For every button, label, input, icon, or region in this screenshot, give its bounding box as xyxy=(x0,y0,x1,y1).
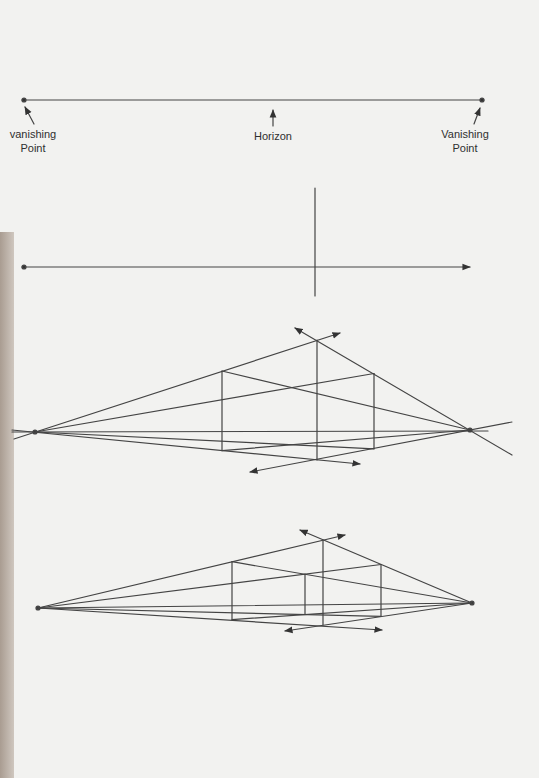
photo-edge xyxy=(0,232,14,778)
vertical-edge xyxy=(314,188,315,296)
vanishing-dot xyxy=(22,265,26,269)
leader-arrow xyxy=(25,107,34,124)
vanishing-point-label: vanishing Point xyxy=(2,127,64,155)
horizon-line xyxy=(22,99,484,100)
horizon-label: Horizon xyxy=(240,129,306,143)
vanishing-dot xyxy=(480,98,484,102)
box-construction xyxy=(12,328,512,472)
leader-arrow xyxy=(272,110,273,126)
vanishing-point-label: Vanishing Point xyxy=(432,127,498,155)
leader-arrow xyxy=(474,108,480,124)
box-construction xyxy=(36,530,474,631)
vanishing-dot xyxy=(22,98,26,102)
horizon-line xyxy=(22,266,470,267)
